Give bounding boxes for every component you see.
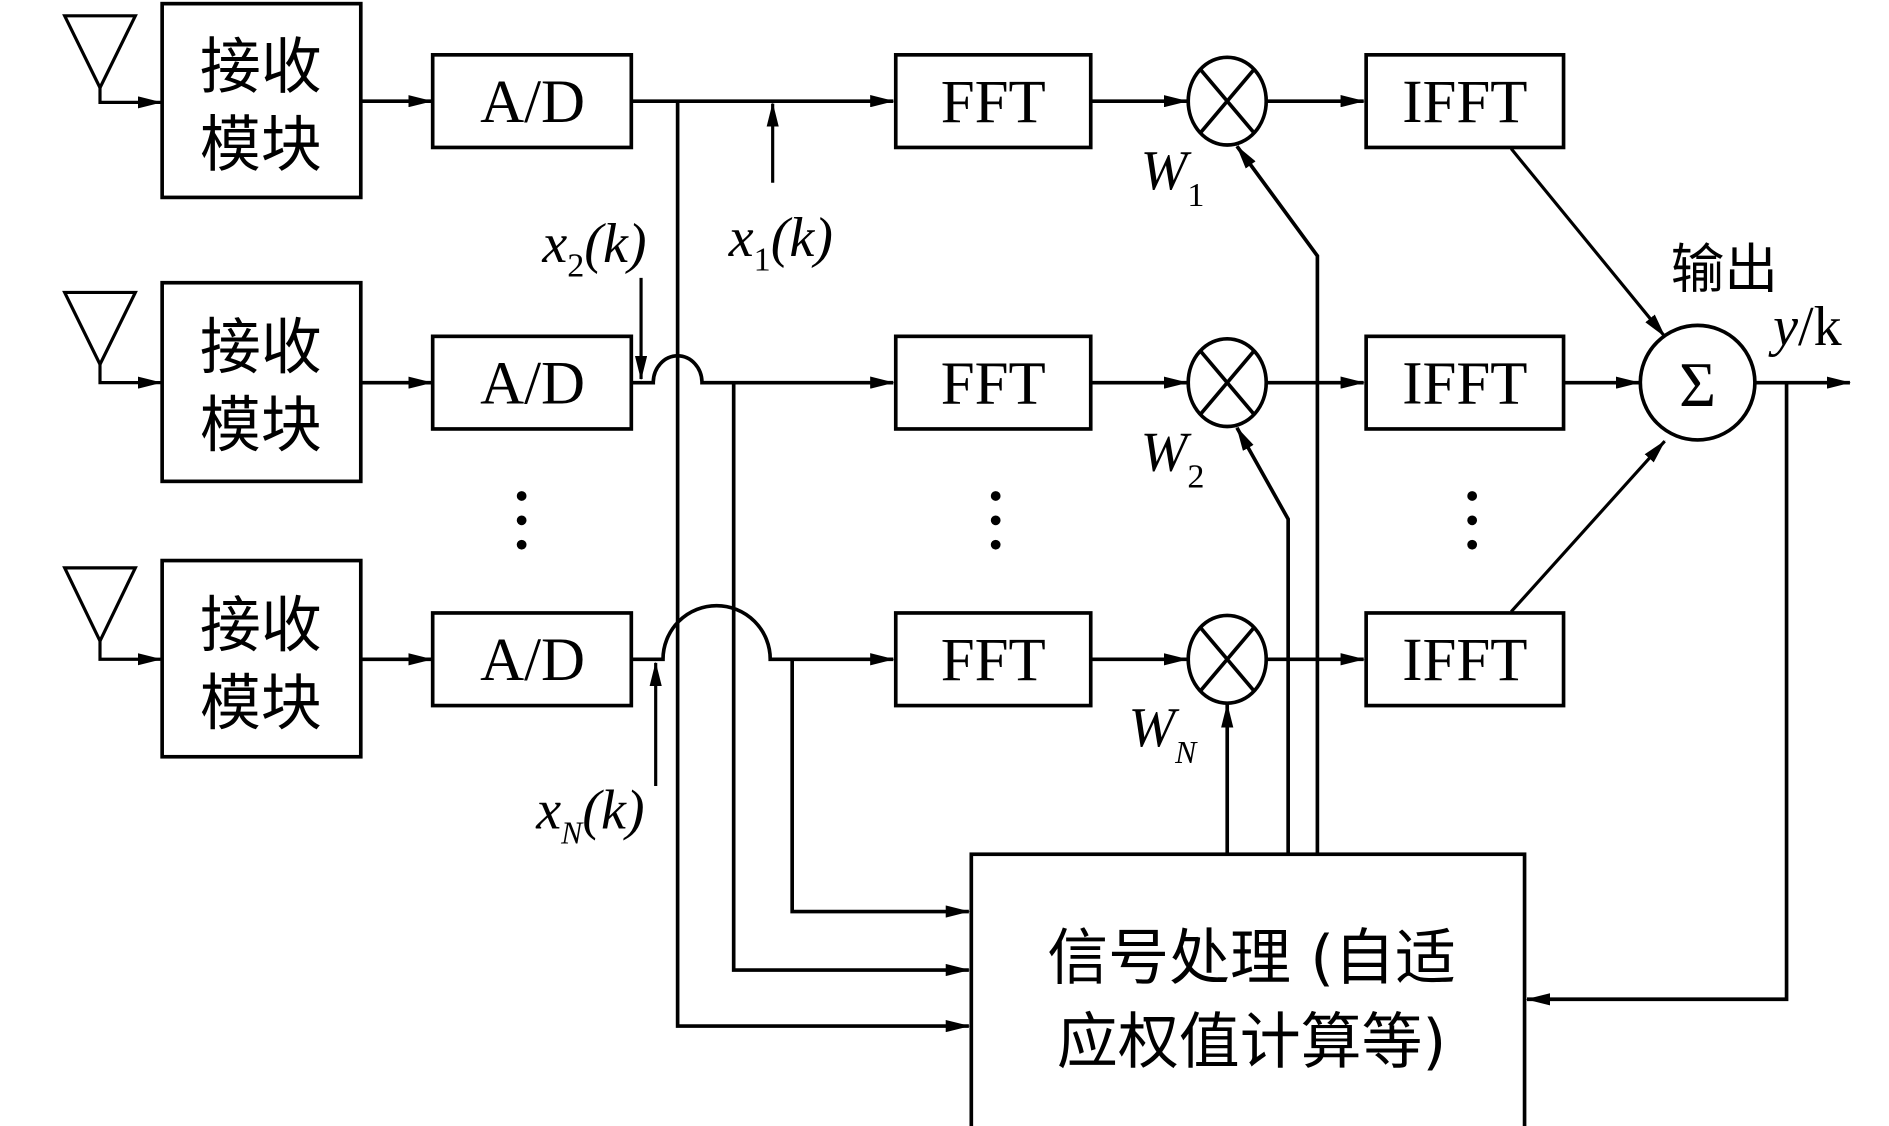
output-signal-label: y/k [1768, 296, 1842, 358]
svg-text:xN(k): xN(k) [535, 780, 644, 851]
tap-line-N [790, 659, 971, 918]
processor-label-line2: 应权值计算等) [1057, 1007, 1446, 1078]
receiver-module-2 [160, 280, 363, 484]
ellipsis-fft [990, 491, 1001, 550]
svg-text:W2: W2 [1141, 421, 1205, 495]
weight-line-1 [1235, 145, 1320, 855]
ad-converter-2 [430, 334, 634, 431]
svg-text:y/k: y/k [1768, 296, 1842, 358]
signal-label-x1: x1(k) [728, 207, 833, 279]
fft-block-1 [893, 53, 1093, 150]
weight-label-wN: WN [1129, 697, 1199, 770]
svg-text:x2(k): x2(k) [541, 213, 646, 285]
channel-N: 接收 模块 A/D FFT IFFT [62, 440, 1666, 759]
antenna-icon [62, 14, 163, 109]
processor-label-line1: 信号处理 (自适 [1047, 923, 1456, 994]
receiver-label-line1: 接收 [200, 312, 322, 383]
ad-converter-1 [430, 53, 634, 150]
receiver-label-line2: 模块 [200, 668, 322, 739]
multiplier-icon [1186, 613, 1269, 705]
signal-label-xN: xN(k) [535, 780, 644, 851]
receiver-module-N [160, 558, 363, 759]
fft-label: FFT [941, 350, 1046, 417]
ifft-block-1 [1364, 53, 1566, 150]
feedback-line [1525, 382, 1789, 1006]
ellipsis-ifft [1467, 491, 1478, 550]
sum-symbol: Σ [1679, 350, 1716, 420]
receiver-label-line2: 模块 [200, 110, 322, 181]
weight-label-w1: W1 [1141, 140, 1205, 214]
output-label: 输出 [1671, 238, 1778, 301]
multiplier-icon [1186, 336, 1269, 429]
antenna-icon [62, 566, 163, 666]
signal-processing-block [969, 852, 1527, 1126]
receiver-label-line2: 模块 [200, 390, 322, 461]
summation-icon: Σ [1638, 323, 1757, 442]
ad-label: A/D [480, 350, 585, 417]
svg-text:WN: WN [1129, 697, 1199, 770]
weight-line-2 [1235, 426, 1290, 855]
ifft-block-2 [1364, 334, 1566, 431]
ifft-label: IFFT [1402, 69, 1527, 136]
receiver-module-1 [160, 1, 363, 200]
ad-label: A/D [480, 627, 585, 694]
fft-block-N [893, 611, 1093, 708]
ad-converter-N [430, 611, 634, 708]
weight-label-w2: W2 [1141, 421, 1205, 495]
ad-label: A/D [480, 69, 585, 136]
receiver-label-line1: 接收 [200, 590, 322, 661]
signal-label-x2: x2(k) [541, 213, 646, 285]
receiver-label-line1: 接收 [200, 32, 322, 103]
multiplier-icon [1186, 55, 1269, 147]
svg-text:W1: W1 [1141, 140, 1205, 214]
ifft-label: IFFT [1402, 350, 1527, 417]
svg-text:x1(k): x1(k) [728, 207, 833, 279]
channel-1: 接收 模块 A/D FFT IFFT [62, 1, 1666, 338]
ifft-block-N [1364, 611, 1566, 708]
ellipsis-ad [516, 491, 527, 550]
tap-line-2 [731, 382, 971, 977]
fft-label: FFT [941, 627, 1046, 694]
tap-line-1 [675, 101, 971, 1033]
channel-2: 接收 模块 A/D FFT IFFT [62, 280, 1641, 484]
fft-block-2 [893, 334, 1093, 431]
fft-label: FFT [941, 69, 1046, 136]
antenna-icon [62, 290, 163, 389]
ifft-label: IFFT [1402, 627, 1527, 694]
